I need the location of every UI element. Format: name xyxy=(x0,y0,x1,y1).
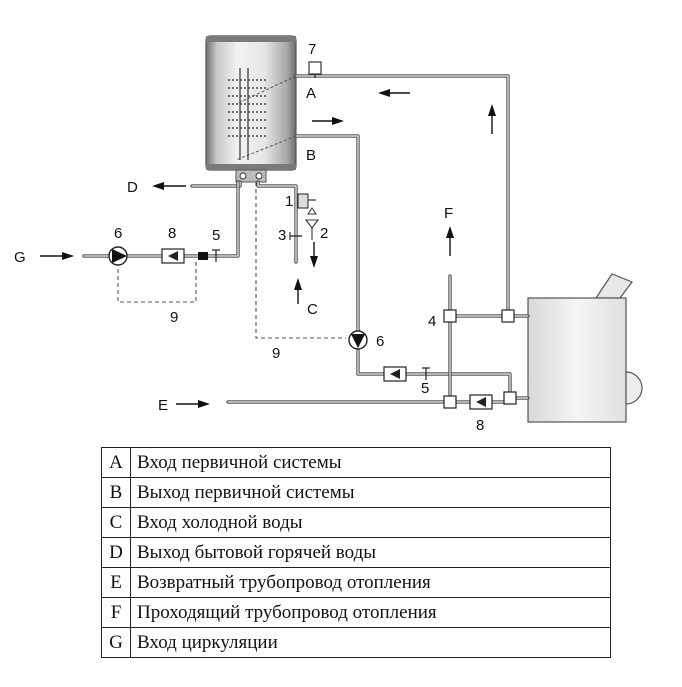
control-line-9-right xyxy=(255,182,346,339)
label-C: C xyxy=(307,301,318,318)
legend-key: B xyxy=(101,477,131,508)
label-9-right: 9 xyxy=(272,345,280,362)
label-F: F xyxy=(444,205,453,222)
label-5-left: 5 xyxy=(212,227,220,244)
label-B: B xyxy=(306,147,316,164)
legend-text: Вход циркуляции xyxy=(130,627,611,658)
label-5-right: 5 xyxy=(421,380,429,397)
drain-funnel-icon xyxy=(304,219,320,240)
arrow-right-icon xyxy=(312,117,344,125)
label-8-left: 8 xyxy=(168,225,176,242)
arrow-c-up-icon xyxy=(294,278,302,304)
legend-key: D xyxy=(101,537,131,568)
check-valve-bottom-icon xyxy=(469,394,493,410)
valve-5-right-icon xyxy=(422,367,430,380)
label-G: G xyxy=(14,249,26,266)
legend-key: E xyxy=(101,567,131,598)
legend-text: Вход первичной системы xyxy=(130,447,611,478)
legend-key: A xyxy=(101,447,131,478)
check-valve-mid-icon xyxy=(383,366,407,382)
heating-schematic: A B C D E F G 1 2 3 4 5 5 6 6 7 8 8 9 9 xyxy=(14,35,643,434)
arrow-d-left-icon xyxy=(152,182,186,190)
legend-text: Вход холодной воды xyxy=(130,507,611,538)
label-9-left: 9 xyxy=(170,309,178,326)
arrow-drain-down-icon xyxy=(310,242,318,268)
legend-key: G xyxy=(101,627,131,658)
shutoff-tap-3-icon xyxy=(289,232,302,240)
arrow-f-up-icon xyxy=(446,226,454,256)
legend-text: Возвратный трубопровод отопления xyxy=(130,567,611,598)
water-heater-tank xyxy=(205,35,297,183)
flow-arrows xyxy=(40,89,496,408)
arrow-up-icon xyxy=(488,104,496,134)
safety-valve-icon xyxy=(297,193,317,215)
label-4: 4 xyxy=(428,313,436,330)
legend-key: C xyxy=(101,507,131,538)
control-line-9-left xyxy=(117,262,197,303)
valve-4-icon xyxy=(443,309,517,409)
label-7: 7 xyxy=(308,41,316,58)
arrow-left-icon xyxy=(378,89,410,97)
pipes xyxy=(82,74,530,404)
valve-5-left-icon xyxy=(198,249,220,262)
pump-left-icon xyxy=(108,246,128,266)
air-vent-icon xyxy=(308,61,322,78)
label-A: A xyxy=(306,85,316,102)
arrow-e-right-icon xyxy=(176,400,210,408)
label-2: 2 xyxy=(320,225,328,242)
heat-exchanger-coil-icon xyxy=(228,68,297,161)
legend-text: Проходящий трубопровод отопления xyxy=(130,597,611,628)
boiler xyxy=(527,273,643,423)
pump-right-icon xyxy=(348,330,368,350)
legend-text: Выход первичной системы xyxy=(130,477,611,508)
label-6-left: 6 xyxy=(114,225,122,242)
label-6-right: 6 xyxy=(376,333,384,350)
label-E: E xyxy=(158,397,168,414)
legend-text: Выход бытовой горячей воды xyxy=(130,537,611,568)
label-8-bottom: 8 xyxy=(476,417,484,434)
label-1: 1 xyxy=(285,193,293,210)
legend-key: F xyxy=(101,597,131,628)
arrow-g-right-icon xyxy=(40,252,74,260)
label-D: D xyxy=(127,179,138,196)
label-3: 3 xyxy=(278,227,286,244)
check-valve-left-icon xyxy=(161,248,185,264)
